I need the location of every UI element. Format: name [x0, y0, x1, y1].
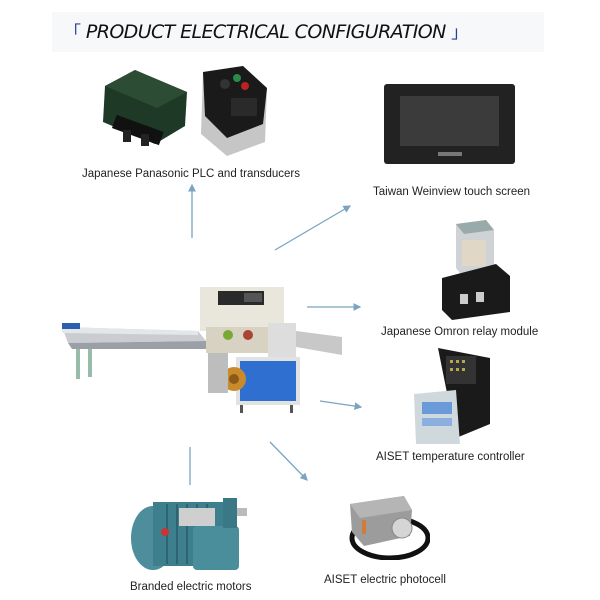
title-open-bracket: 「	[64, 23, 81, 43]
label-temperature: AISET temperature controller	[376, 451, 525, 463]
plc-and-inverter-icon	[95, 64, 275, 164]
label-plc: Japanese Panasonic PLC and transducers	[82, 168, 301, 180]
label-relay: Japanese Omron relay module	[381, 326, 539, 338]
temperature-controller-icon	[412, 346, 496, 446]
page-title: 「 PRODUCT ELECTRICAL CONFIGURATION 」	[64, 18, 468, 43]
photocell-icon	[340, 488, 431, 561]
title-close-bracket: 」	[451, 23, 468, 43]
title-text: PRODUCT ELECTRICAL CONFIGURATION	[85, 21, 446, 43]
label-touchscreen: Taiwan Weinview touch screen	[373, 186, 531, 198]
relay-module-icon	[436, 220, 516, 320]
electric-motor-icon	[127, 482, 257, 578]
arrow-to-touchscreen	[274, 205, 352, 251]
touch-screen-icon	[382, 82, 517, 168]
label-motor: Branded electric motors	[130, 581, 252, 593]
arrow-to-temperature	[319, 400, 363, 410]
label-photocell: AISET electric photocell	[324, 574, 446, 586]
flow-wrapping-machine-icon	[58, 283, 348, 423]
arrow-to-photocell	[269, 441, 308, 481]
title-background	[52, 12, 544, 52]
